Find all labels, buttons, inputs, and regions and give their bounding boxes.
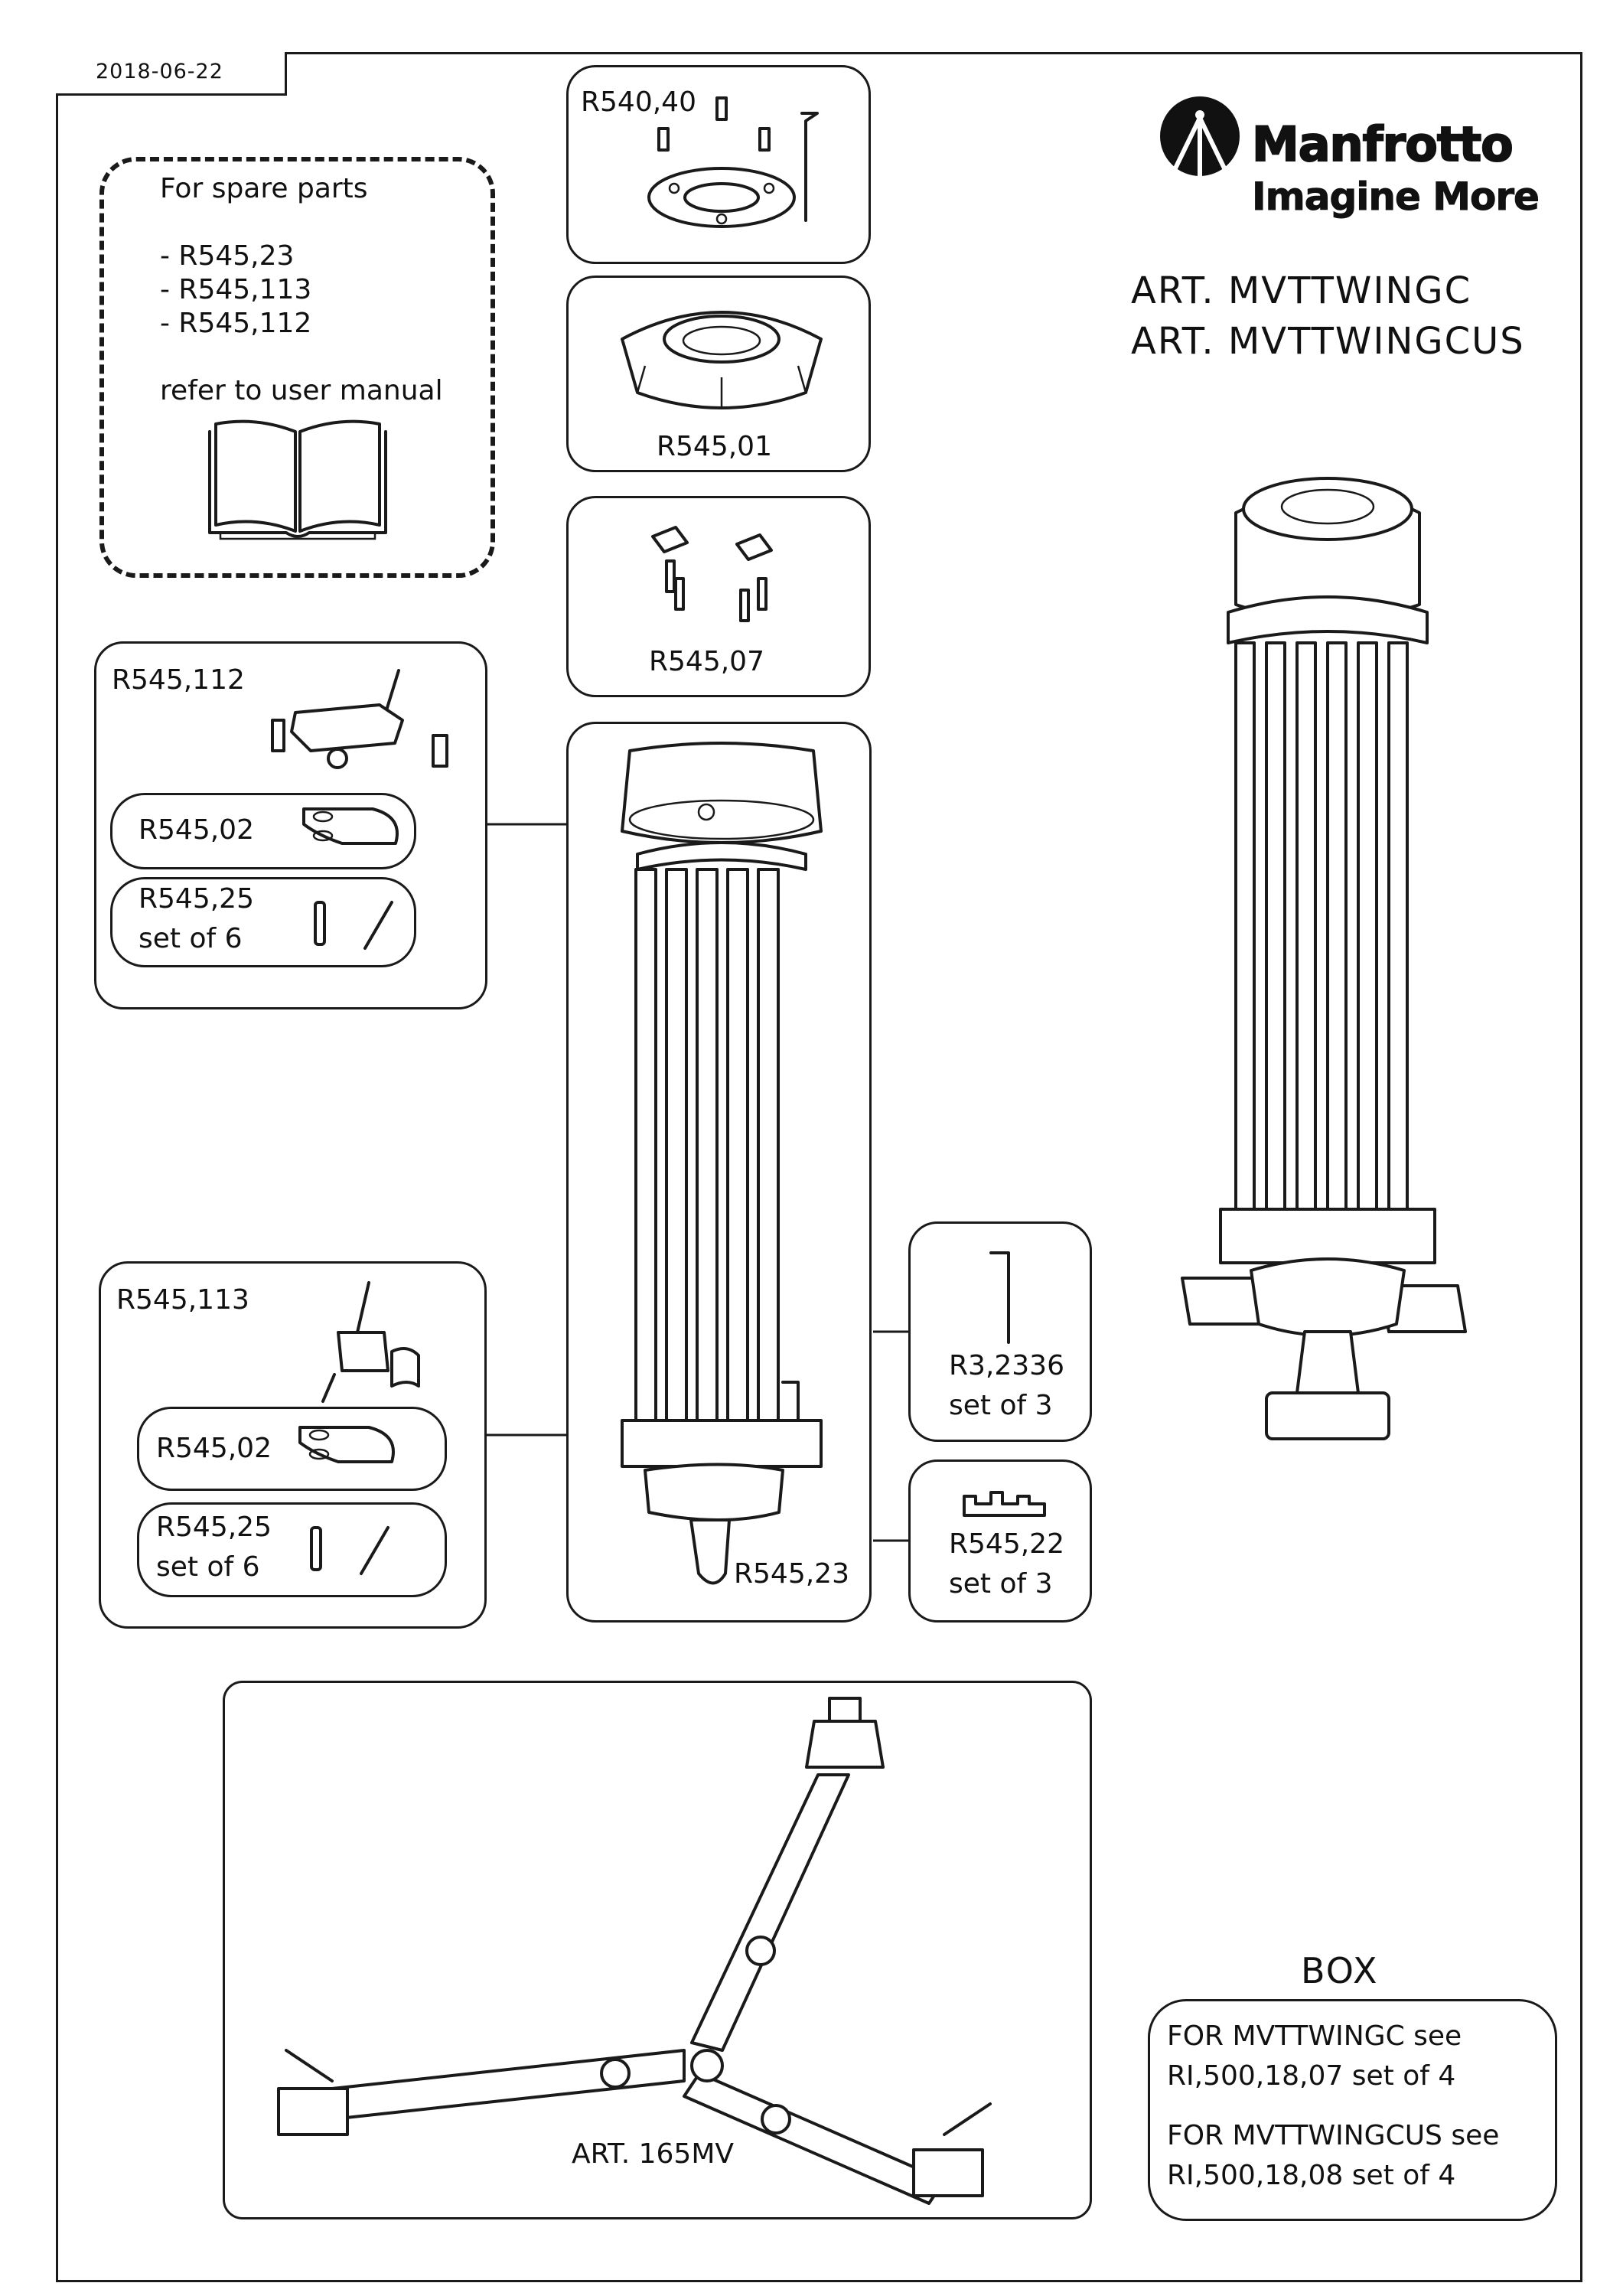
sub-box-r545-25: R545,25 set of 6: [137, 1502, 447, 1597]
page-frame: [56, 52, 1582, 2282]
spreader-illustration: [277, 1697, 992, 2205]
notice-item: - R545,112: [160, 308, 312, 339]
part-label: R545,25 set of 6: [139, 883, 254, 955]
spreader-label: ART. 165MV: [572, 2138, 735, 2170]
box-line: RI,500,18,08 set of 4: [1167, 2160, 1456, 2191]
part-box-r3-2336: R3,2336 set of 3: [908, 1221, 1092, 1442]
clamp-blocks-illustration: [651, 526, 773, 622]
part-label: R545,25 set of 6: [156, 1512, 272, 1583]
notice-item: - R545,23: [160, 240, 295, 272]
article-code: ART. MVTTWINGC: [1131, 269, 1472, 312]
tripod-leg-illustration: [621, 742, 823, 1585]
part-label: R545,22 set of 3: [949, 1528, 1064, 1600]
part-box-r545-22: R545,22 set of 3: [908, 1459, 1092, 1623]
box-line: RI,500,18,07 set of 4: [1167, 2060, 1456, 2092]
part-label: R545,02: [156, 1433, 272, 1464]
brand-name: Manfrotto: [1251, 116, 1514, 173]
part-box-r545-112: R545,112 R545,02 R545,25 set of 6: [94, 641, 487, 1009]
sub-box-r545-02: R545,02: [137, 1407, 447, 1491]
spreader-box: ART. 165MV: [223, 1681, 1092, 2219]
spare-parts-notice: For spare parts - R545,23 - R545,113 - R…: [99, 157, 495, 578]
part-label: R545,02: [139, 814, 254, 846]
pin-screw-illustration: [314, 901, 393, 950]
top-casting-illustration: [621, 311, 823, 409]
part-label: R3,2336 set of 3: [949, 1350, 1064, 1422]
box-line: FOR MVTTWINGC see: [1167, 2020, 1462, 2052]
notice-footer: refer to user manual: [160, 375, 443, 406]
leg-hinge-illustration: [271, 669, 448, 769]
part-label: R545,112: [112, 664, 245, 696]
part-box-r540-40: R540,40: [566, 65, 871, 264]
part-box-r545-23: R545,23: [566, 722, 872, 1623]
sub-box-r545-02: R545,02: [110, 793, 416, 869]
box-title: BOX: [1301, 1950, 1379, 1991]
notice-item: - R545,113: [160, 274, 312, 305]
clip-illustration: [963, 1491, 1046, 1517]
part-box-r545-01: R545,01: [566, 276, 871, 472]
book-icon: [208, 419, 387, 540]
hinge-plate-illustration: [298, 1426, 395, 1463]
manfrotto-logo: [1160, 96, 1240, 176]
notice-title: For spare parts: [160, 173, 368, 204]
hex-key-icon: [989, 1251, 1010, 1344]
box-info: FOR MVTTWINGC see RI,500,18,07 set of 4 …: [1148, 1999, 1557, 2221]
date-tab: 2018-06-22: [56, 52, 287, 96]
knob-clamp-illustration: [321, 1281, 420, 1403]
part-label: R545,01: [657, 431, 772, 462]
date-label: 2018-06-22: [96, 60, 223, 83]
left-margin-line: [56, 635, 58, 1018]
sub-box-r545-25: R545,25 set of 6: [110, 877, 416, 967]
article-code: ART. MVTTWINGCUS: [1131, 320, 1525, 363]
part-label: R540,40: [581, 86, 696, 118]
part-label: R545,113: [116, 1284, 249, 1316]
part-label: R545,23: [734, 1558, 849, 1590]
tripod-illustration: [1181, 477, 1467, 1440]
hinge-plate-illustration: [302, 807, 399, 845]
pin-screw-illustration: [310, 1526, 389, 1575]
part-box-r545-113: R545,113 R545,02 R545,25 set of 6: [99, 1261, 487, 1629]
part-box-r545-07: R545,07: [566, 496, 871, 697]
flange-plate-illustration: [647, 96, 819, 228]
part-label: R545,07: [649, 646, 764, 677]
box-line: FOR MVTTWINGCUS see: [1167, 2120, 1500, 2151]
brand-tagline: Imagine More: [1252, 174, 1540, 220]
